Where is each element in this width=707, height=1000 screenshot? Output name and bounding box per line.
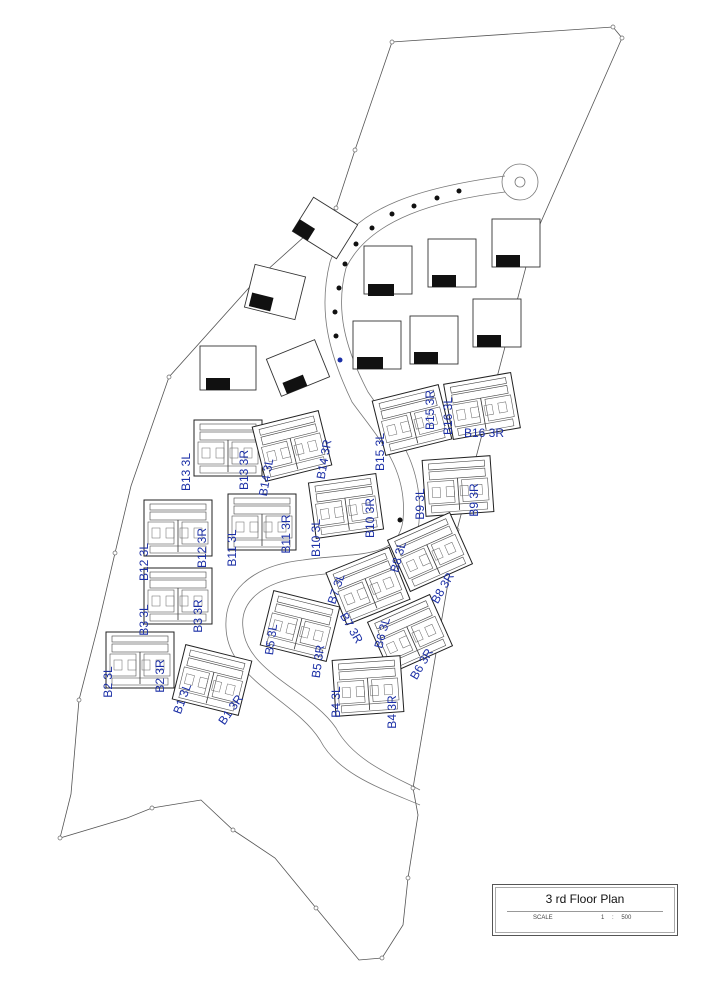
drawing-title: 3 rd Floor Plan (545, 892, 625, 906)
apartment-block (171, 644, 253, 716)
unit-label: B16 3L (441, 397, 455, 435)
unit-label: B14 3R (314, 438, 335, 480)
apartment-block (193, 419, 263, 477)
apartment-block (251, 410, 333, 482)
unit-label: B16 3R (464, 426, 504, 440)
unit-label: B4 3L (329, 686, 343, 718)
unit-label: B3 3R (191, 599, 205, 633)
unit-label: B4 3R (385, 695, 399, 729)
apartment-block (307, 472, 385, 540)
apartment-block (105, 631, 175, 689)
unit-label: B12 3L (137, 543, 151, 581)
unit-label: B9 3L (413, 488, 427, 520)
unit-label: B2 3R (153, 659, 167, 693)
unit-label: B13 3R (237, 450, 251, 490)
unit-label: B3 3L (137, 604, 151, 636)
apartment-block (421, 455, 495, 517)
turning-circle (501, 163, 539, 201)
street-lamps (332, 188, 462, 523)
title-block: 3 rd Floor Plan SCALE 1 : 500 (492, 884, 678, 936)
unit-label: B12 3R (195, 528, 209, 568)
unit-label: B2 3L (101, 666, 115, 698)
unit-label: B5 3L (262, 623, 280, 656)
apartment-block (325, 546, 411, 626)
unit-label: B14 3L (256, 457, 276, 497)
site-boundary (59, 26, 623, 961)
apartment-block (259, 590, 341, 662)
apartment-block (143, 567, 213, 625)
unit-label: B10 3R (363, 498, 377, 538)
unit-label: B11 3L (225, 529, 239, 566)
unit-label: B15 3L (373, 433, 387, 471)
apartment-block (143, 499, 213, 557)
apartment-block (371, 384, 453, 456)
apartment-block (386, 511, 474, 593)
unit-label: B10 3L (309, 519, 323, 557)
unit-label: B9 3R (467, 483, 481, 517)
scale-label: SCALE (533, 915, 553, 921)
title-divider (507, 911, 663, 912)
apartment-block (227, 493, 297, 551)
villa-group (199, 196, 541, 397)
unit-label: B11 3R (279, 514, 293, 553)
scale-value: 1 : 500 (601, 915, 632, 921)
apartment-block (331, 655, 405, 717)
unit-label: B13 3L (179, 453, 193, 491)
apartment-blocks (105, 371, 521, 717)
unit-label: B5 3R (309, 644, 328, 679)
apartment-block (443, 371, 521, 441)
unit-label: B15 3R (423, 390, 437, 430)
